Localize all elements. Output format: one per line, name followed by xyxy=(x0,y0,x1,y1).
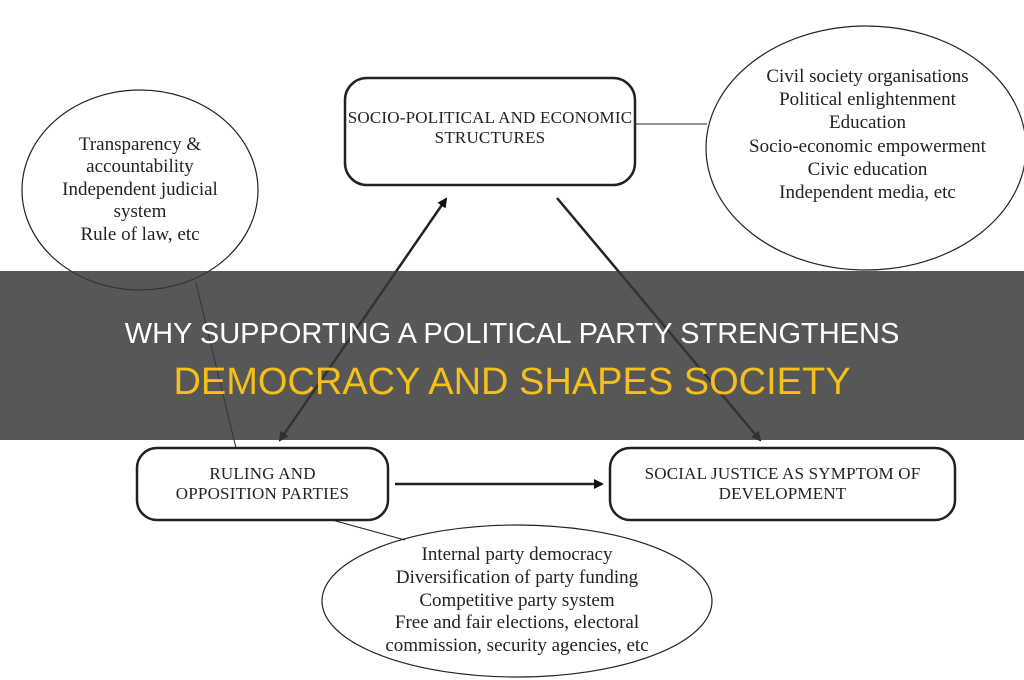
item: Education xyxy=(828,112,907,134)
title-line-1: WHY SUPPORTING A POLITICAL PARTY STRENGT… xyxy=(124,318,900,350)
item: Independent judicial xyxy=(62,178,218,200)
title-banner: WHY SUPPORTING A POLITICAL PARTY STRENGT… xyxy=(0,271,1024,440)
item: accountability xyxy=(86,156,194,178)
right-box xyxy=(608,446,957,522)
left-box-label: RULING AND OPPOSITION PARTIES xyxy=(175,464,350,504)
item: Competitive party system xyxy=(419,589,615,611)
item: Internal party democracy xyxy=(421,544,613,565)
left-box xyxy=(135,446,390,522)
item: Civic education xyxy=(807,158,928,180)
item: Transparency & xyxy=(78,134,202,155)
top-box-label: SOCIO-POLITICAL AND ECONOMIC STRUCTURES xyxy=(347,108,633,148)
left-ellipse-text: Transparency & accountability Independen… xyxy=(30,134,250,246)
item: Diversification of party funding xyxy=(395,566,639,588)
item: Rule of law, etc xyxy=(80,223,200,245)
item: Free and fair elections, electoral xyxy=(394,612,640,634)
item: Socio-economic empowerment xyxy=(749,135,986,157)
right-box-label: SOCIAL JUSTICE AS SYMPTOM OF DEVELOPMENT xyxy=(644,464,921,504)
item: Civil society organisations xyxy=(766,66,969,87)
item: Political enlightenment xyxy=(779,89,956,111)
item: commission, security agencies, etc xyxy=(385,635,649,657)
right-ellipse-text: Civil society organisations Political en… xyxy=(715,65,1020,204)
top-box xyxy=(343,76,637,187)
right-ellipse xyxy=(705,25,1024,271)
item: system xyxy=(113,201,167,223)
item: Independent media, etc xyxy=(779,181,956,203)
bottom-ellipse xyxy=(321,524,713,678)
bottom-ellipse-text: Internal party democracy Diversification… xyxy=(337,544,697,658)
title-line-2: DEMOCRACY AND SHAPES SOCIETY xyxy=(173,361,851,403)
